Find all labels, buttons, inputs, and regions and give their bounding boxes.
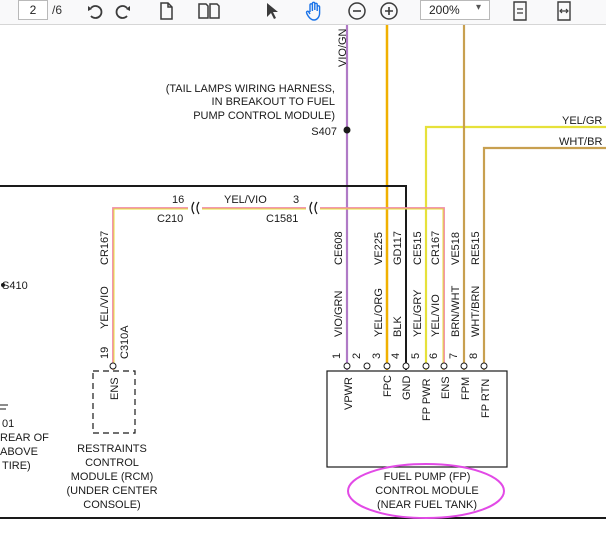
rcm-pin-name: ENS — [109, 377, 121, 400]
fpcm-label-2: CONTROL MODULE — [375, 485, 479, 497]
zoom-dropdown-icon: ▾ — [475, 2, 481, 13]
rcm-conn-label: C310A — [119, 325, 131, 359]
fpcm-color-5: YEL/VIO — [430, 294, 442, 337]
wiring-diagram: VIO/GN (TAIL LAMPS WIRING HARNESS, IN BR… — [0, 25, 606, 519]
fpcm-circuit-1: CE608 — [333, 231, 345, 265]
rcm-color-label: YEL/VIO — [99, 286, 111, 329]
fpcm-pin-name-7: FP RTN — [480, 379, 492, 418]
conn-3-label: 3 — [293, 194, 299, 206]
fpcm-pin-5: 5 — [410, 353, 422, 359]
fpcm-pin-3: 3 — [371, 353, 383, 359]
wire-brown-right — [482, 146, 606, 370]
connector-c210-symbol — [191, 201, 200, 215]
left-partial-4: TIRE) — [2, 460, 31, 472]
fpcm-label-1: FUEL PUMP (FP) — [384, 471, 471, 483]
highlight-ellipse — [347, 463, 505, 519]
wire-pink — [112, 207, 445, 370]
pin-circles — [109, 362, 488, 370]
left-partial-3: ABOVE — [0, 446, 38, 458]
page-number-input[interactable]: 2 — [18, 0, 48, 20]
harness-note-line-3: PUMP CONTROL MODULE) — [193, 110, 335, 122]
left-partial-1: 01 — [2, 418, 14, 430]
rcm-label-4: (UNDER CENTER — [66, 485, 157, 497]
splice-label: S407 — [311, 126, 337, 138]
fpcm-circuit-6: VE518 — [450, 232, 462, 265]
fpcm-color-2: YEL/ORG — [373, 288, 385, 337]
rcm-label-3: MODULE (RCM) — [71, 471, 154, 483]
fpcm-box — [326, 370, 508, 468]
fpcm-pin-name-4: FP PWR — [421, 378, 433, 421]
wire-yellow-right — [424, 125, 606, 370]
rcm-label-5: CONSOLE) — [83, 499, 140, 511]
harness-note-line-2: IN BREAKOUT TO FUEL — [212, 96, 335, 108]
hand-tool-icon[interactable] — [302, 0, 326, 22]
fpcm-pin-7: 7 — [448, 353, 460, 359]
fit-width-icon[interactable] — [552, 0, 576, 22]
fpcm-color-4: YEL/GRY — [412, 289, 424, 337]
zoom-out-icon[interactable] — [346, 0, 368, 22]
fpcm-circuit-4: CE515 — [412, 231, 424, 265]
fpcm-pin-name-2: FPC — [382, 375, 394, 397]
left-splice-label: S410 — [2, 280, 28, 292]
c1581-label: C1581 — [266, 213, 298, 225]
fpcm-circuit-5: CR167 — [430, 231, 442, 265]
rcm-label-2: CONTROL — [85, 457, 139, 469]
fpcm-pin-6: 6 — [428, 353, 440, 359]
rcm-pin-label: 19 — [99, 347, 111, 359]
rotate-cw-icon[interactable] — [112, 0, 134, 22]
fpcm-pin-name-5: ENS — [440, 376, 452, 399]
left-partial-2: REAR OF — [0, 432, 49, 444]
document-page: VIO/GN (TAIL LAMPS WIRING HARNESS, IN BR… — [0, 25, 606, 543]
wire-black — [0, 185, 407, 370]
fpcm-circuit-7: RE515 — [470, 231, 482, 265]
wire-yelvio-label: YEL/VIO — [224, 194, 267, 206]
rcm-circuit-label: CR167 — [99, 231, 111, 265]
rcm-box — [92, 370, 136, 434]
connector-c1581-symbol — [309, 201, 318, 215]
fpcm-pin-name-6: FPM — [460, 377, 472, 400]
pdf-toolbar: 2 /6 200% ▾ — [0, 0, 606, 25]
single-page-icon[interactable] — [155, 0, 177, 22]
conn-16-label: 16 — [172, 194, 184, 206]
fpcm-color-1: VIO/GRN — [333, 290, 345, 337]
fpcm-color-7: WHT/BRN — [470, 286, 482, 337]
fpcm-pin-1: 1 — [331, 353, 343, 359]
zoom-in-icon[interactable] — [378, 0, 400, 22]
fpcm-circuit-3: GD117 — [392, 231, 404, 265]
fpcm-label-3: (NEAR FUEL TANK) — [377, 499, 477, 511]
rotate-ccw-icon[interactable] — [84, 0, 106, 22]
top-wire-label: VIO/GN — [337, 28, 349, 67]
fpcm-color-6: BRN/WHT — [450, 285, 462, 337]
fpcm-pin-name-3: GND — [401, 376, 413, 401]
splice-dot — [343, 126, 351, 134]
fpcm-pin-4: 4 — [390, 353, 402, 359]
fpcm-pin-name-1: VPWR — [343, 377, 355, 410]
page-total-label: /6 — [52, 3, 63, 17]
fit-page-icon[interactable] — [508, 0, 532, 22]
two-page-icon[interactable] — [196, 0, 222, 22]
zoom-select[interactable]: 200% ▾ — [420, 0, 490, 20]
fpcm-color-3: BLK — [392, 316, 404, 337]
select-arrow-icon[interactable] — [262, 0, 282, 22]
zoom-value: 200% — [429, 3, 460, 17]
c210-label: C210 — [157, 213, 183, 225]
harness-note-line-1: (TAIL LAMPS WIRING HARNESS, — [166, 83, 335, 95]
right-wire-label-2: WHT/BR — [559, 136, 602, 148]
fpcm-circuit-2: VE225 — [373, 232, 385, 265]
fpcm-pin-8: 8 — [468, 353, 480, 359]
fpcm-pin-2: 2 — [351, 353, 363, 359]
right-wire-label-1: YEL/GR — [562, 115, 602, 127]
rcm-label-1: RESTRAINTS — [77, 443, 147, 455]
